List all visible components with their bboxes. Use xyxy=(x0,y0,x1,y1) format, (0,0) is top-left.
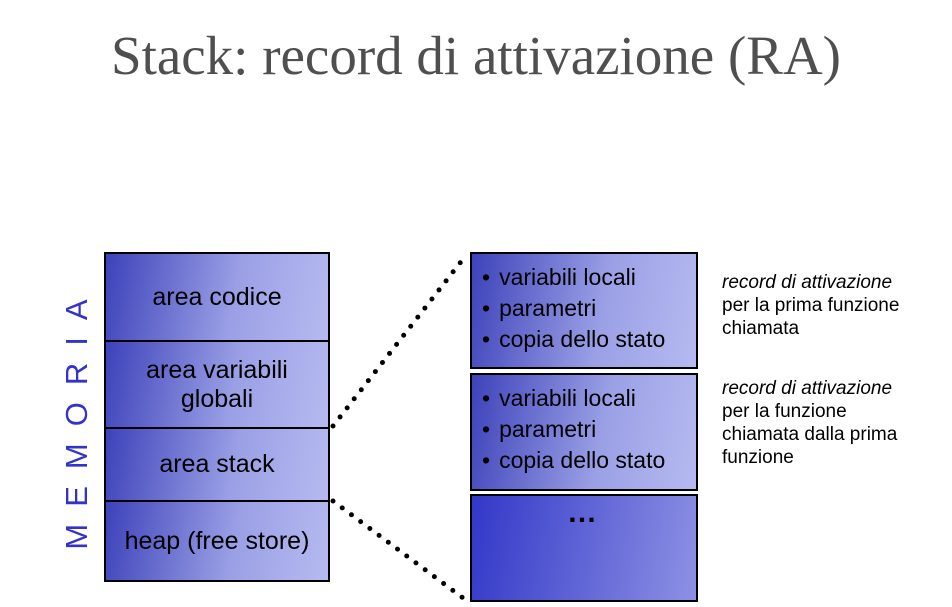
slide-title: Stack: record di attivazione (RA) xyxy=(110,25,841,86)
annotation-second-function: record di attivazione per la funzione ch… xyxy=(722,377,927,469)
memory-map: area codice area variabili globali area … xyxy=(104,252,330,582)
annotation-lead: record di attivazione xyxy=(722,272,893,293)
annotation-body: per la funzione chiamata dalla prima fun… xyxy=(722,401,898,468)
annotation-first-function: record di attivazione per la prima funzi… xyxy=(722,271,927,340)
bullet-icon: • xyxy=(482,264,491,290)
frame-item: • variabili locali xyxy=(482,383,692,414)
bullet-icon: • xyxy=(482,295,491,321)
bullet-icon: • xyxy=(482,326,491,352)
frame-item-label: parametri xyxy=(499,295,597,321)
activation-record-frame-1: • variabili locali • parametri • copia dell… xyxy=(470,252,698,369)
frame-item: • parametri xyxy=(482,414,692,445)
memory-region-area-variabili-globali: area variabili globali xyxy=(104,340,330,429)
activation-record-frame-more: … xyxy=(470,494,698,602)
ellipsis-label: … xyxy=(567,496,601,529)
frame-item-label: variabili locali xyxy=(499,385,636,411)
memory-region-label: area codice xyxy=(152,282,282,311)
stack-detail: • variabili locali • parametri • copia dell… xyxy=(470,252,698,602)
annotation-lead: record di attivazione xyxy=(722,378,893,399)
memory-axis-label-wrap: MEMORIA xyxy=(52,250,102,582)
memory-axis-label: MEMORIA xyxy=(59,282,94,550)
annotation-body: per la prima funzione chiamata xyxy=(722,295,900,339)
frame-item-label: parametri xyxy=(499,416,597,442)
frame-item: • copia dello stato xyxy=(482,445,692,476)
memory-region-label: heap (free store) xyxy=(124,526,310,555)
bullet-icon: • xyxy=(482,416,491,442)
frame-item: • variabili locali xyxy=(482,262,692,293)
activation-record-frame-2: • variabili locali • parametri • copia dell… xyxy=(470,373,698,491)
bullet-icon: • xyxy=(482,447,491,473)
frame-item-list: • variabili locali • parametri • copia dell… xyxy=(472,254,696,355)
memory-region-label: area variabili globali xyxy=(146,355,288,413)
frame-item: • parametri xyxy=(482,293,692,324)
frame-item-list: • variabili locali • parametri • copia dell… xyxy=(472,375,696,476)
memory-region-heap: heap (free store) xyxy=(104,500,330,582)
zoom-connector-bottom-line xyxy=(330,498,470,604)
bullet-icon: • xyxy=(482,385,491,411)
frame-item-label: copia dello stato xyxy=(499,326,666,352)
frame-item-label: copia dello stato xyxy=(499,447,666,473)
memory-region-area-stack: area stack xyxy=(104,427,330,502)
frame-item: • copia dello stato xyxy=(482,324,692,355)
memory-region-area-codice: area codice xyxy=(104,252,330,342)
memory-region-label: area stack xyxy=(159,450,275,479)
frame-item-label: variabili locali xyxy=(499,264,636,290)
zoom-connector-top-line xyxy=(330,251,470,429)
